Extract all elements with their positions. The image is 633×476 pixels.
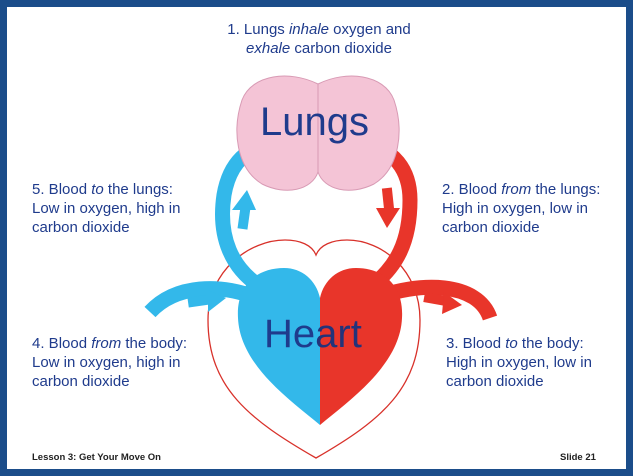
step-3-text: 3. Blood to the body: High in oxygen, lo… [446,334,628,391]
heart-label-he: He [264,312,315,356]
heart-label: Heart [264,310,362,358]
lungs-label: Lungs [260,98,369,146]
step-4-text: 4. Blood from the body: Low in oxygen, h… [32,334,232,391]
step-2-text: 2. Blood from the lungs: High in oxygen,… [442,180,628,237]
step-1-text: 1. Lungs inhale oxygen and exhale carbon… [188,20,450,58]
arrow-down-icon [376,188,400,228]
arrow-up-icon [232,190,256,230]
footer-slide-number: Slide 21 [560,452,596,463]
heart-label-art: art [315,312,362,356]
footer-lesson: Lesson 3: Get Your Move On [32,452,161,463]
step-5-text: 5. Blood to the lungs: Low in oxygen, hi… [32,180,232,237]
